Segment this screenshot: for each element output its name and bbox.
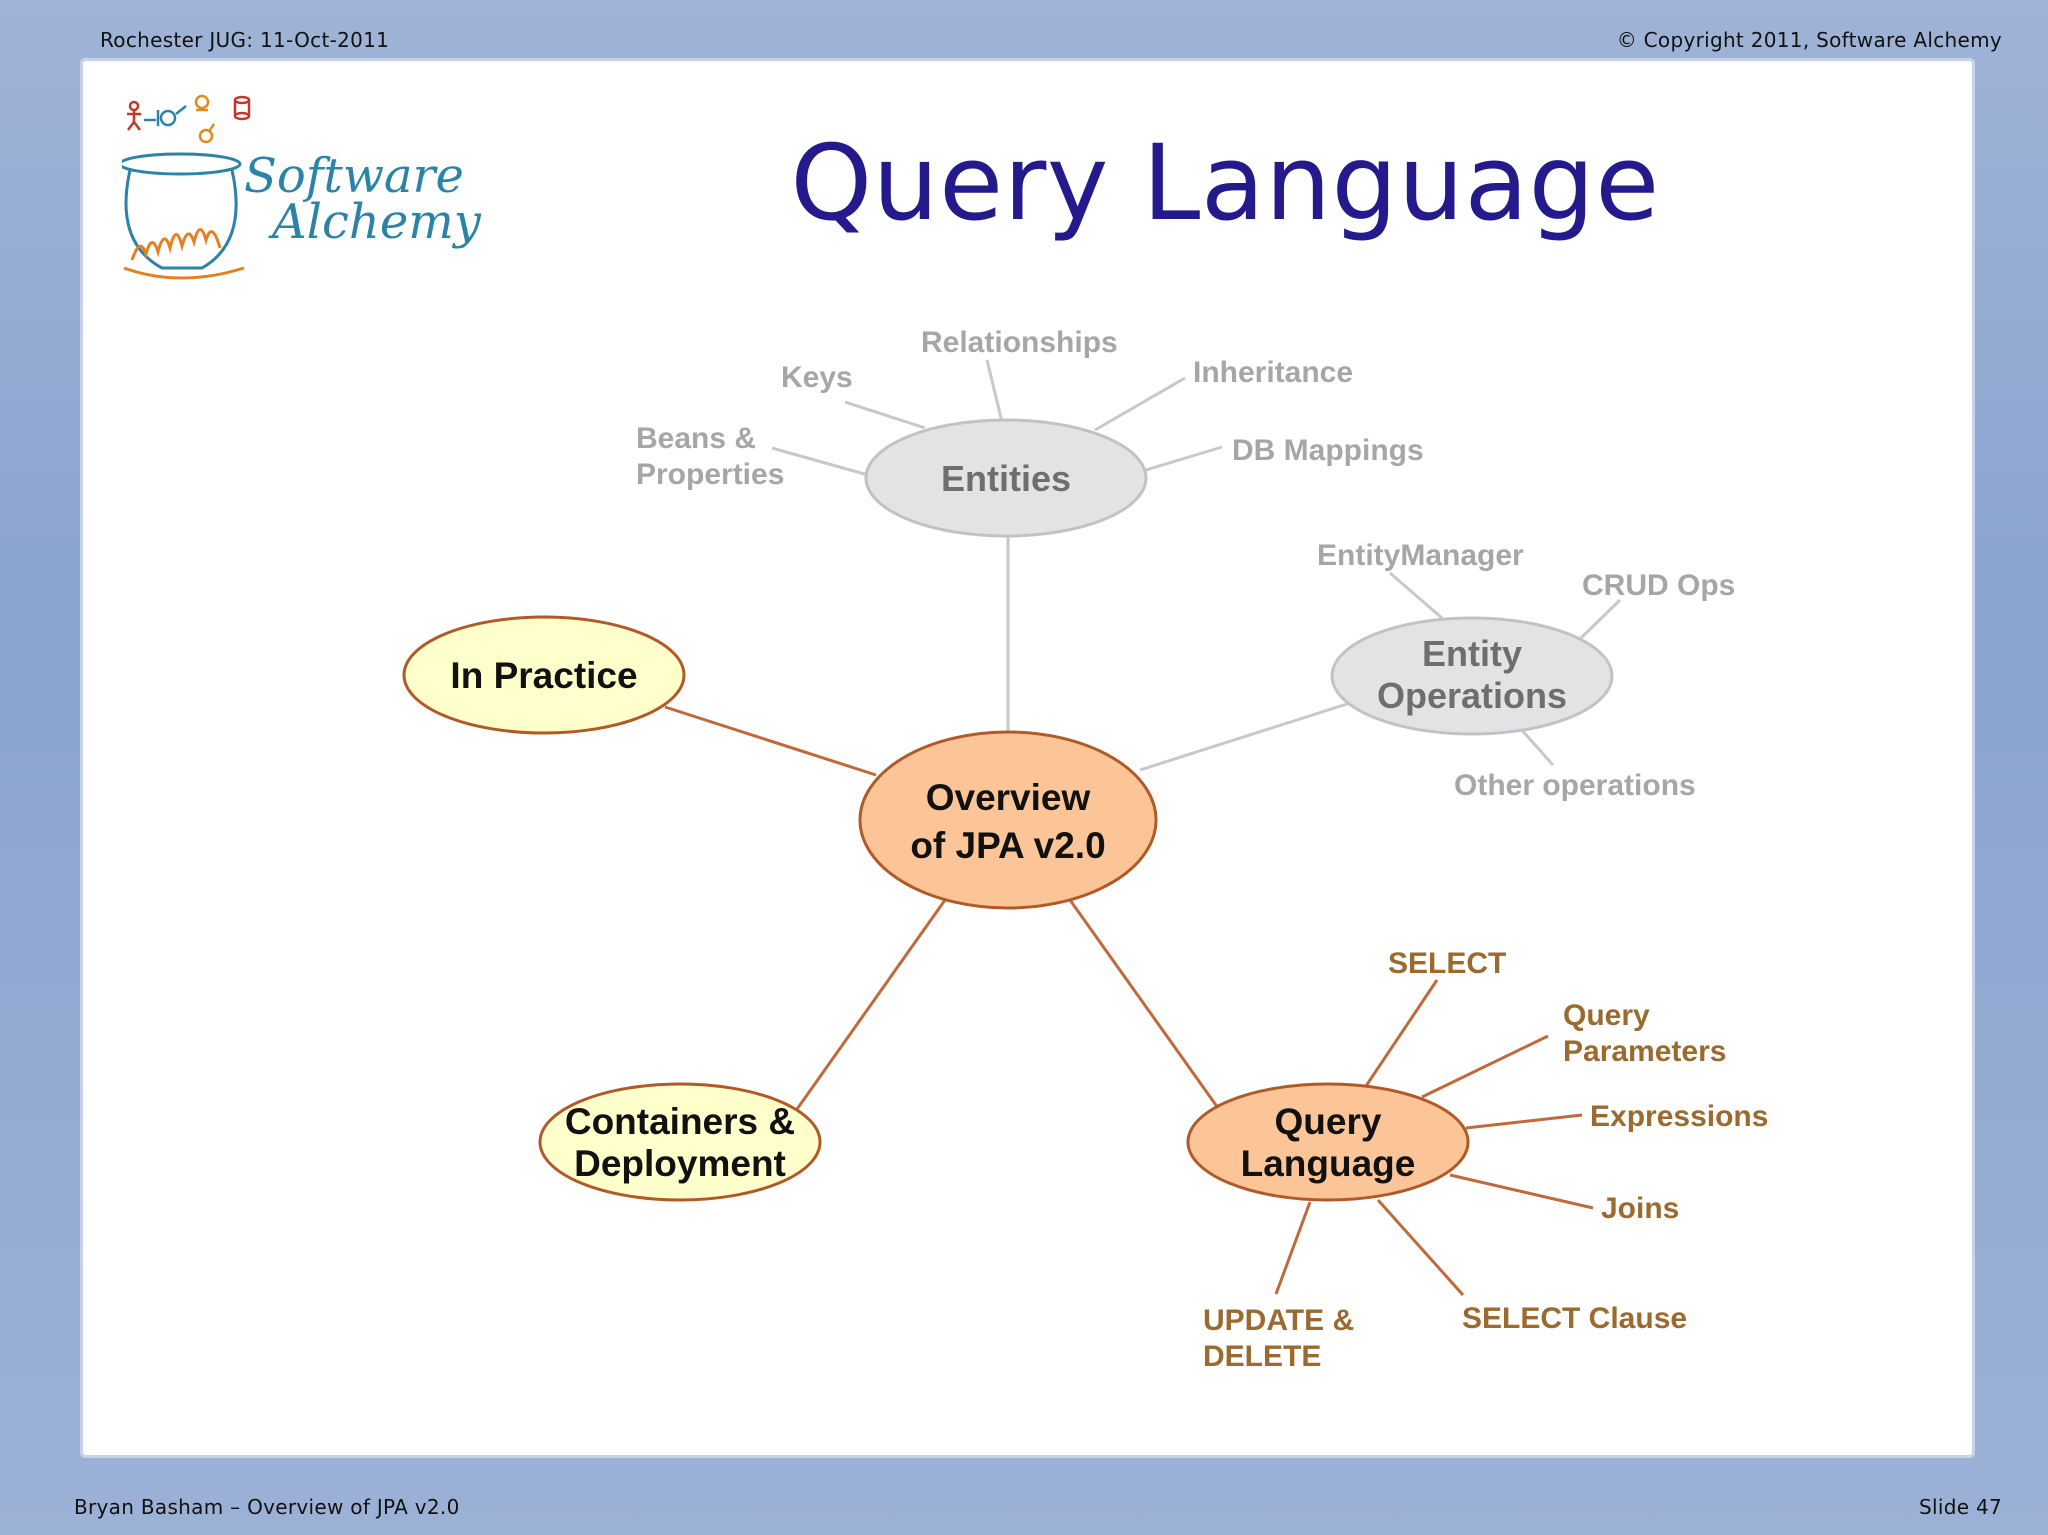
label-crud-ops: CRUD Ops bbox=[1582, 569, 1735, 602]
label-db-mappings: DB Mappings bbox=[1232, 434, 1424, 467]
label-query-params-line2: Parameters bbox=[1563, 1035, 1726, 1068]
label-query-params-line1: Query bbox=[1563, 999, 1650, 1032]
node-query-line2: Language bbox=[1241, 1143, 1416, 1184]
node-overview-line2: of JPA v2.0 bbox=[910, 825, 1105, 866]
label-joins: Joins bbox=[1601, 1192, 1679, 1225]
label-select-clause: SELECT Clause bbox=[1462, 1302, 1687, 1335]
label-entity-manager: EntityManager bbox=[1317, 539, 1524, 572]
label-inheritance: Inheritance bbox=[1193, 356, 1353, 389]
node-overview-line1: Overview bbox=[926, 777, 1091, 818]
node-entity-operations[interactable]: Entity Operations bbox=[1330, 616, 1614, 736]
footer-left: Bryan Basham – Overview of JPA v2.0 bbox=[74, 1495, 460, 1519]
node-containers-line2: Deployment bbox=[574, 1143, 786, 1184]
node-entity-operations-line2: Operations bbox=[1377, 675, 1567, 716]
footer-right: Slide 47 bbox=[1918, 1495, 2002, 1519]
node-query-language[interactable]: Query Language bbox=[1186, 1082, 1470, 1202]
label-select: SELECT bbox=[1388, 947, 1506, 980]
header-left: Rochester JUG: 11-Oct-2011 bbox=[100, 28, 390, 52]
label-beans-line2: Properties bbox=[636, 458, 784, 491]
logo-text-alchemy: Alchemy bbox=[272, 194, 481, 250]
logo-text-software: Software bbox=[244, 148, 464, 204]
node-entities-label: Entities bbox=[941, 458, 1071, 499]
header-right: © Copyright 2011, Software Alchemy bbox=[1616, 28, 2002, 52]
node-entities[interactable]: Entities bbox=[864, 418, 1148, 538]
node-containers-line1: Containers & bbox=[565, 1101, 795, 1142]
label-relationships: Relationships bbox=[921, 326, 1118, 359]
cauldron-icon bbox=[118, 94, 251, 280]
node-in-practice[interactable]: In Practice bbox=[402, 615, 686, 735]
label-other-operations: Other operations bbox=[1454, 769, 1696, 802]
label-expressions: Expressions bbox=[1590, 1100, 1768, 1133]
node-entity-operations-line1: Entity bbox=[1422, 633, 1522, 674]
label-update-line2: DELETE bbox=[1203, 1340, 1321, 1373]
software-alchemy-logo: Software Alchemy bbox=[118, 92, 481, 282]
label-keys: Keys bbox=[781, 361, 853, 394]
node-containers-deployment[interactable]: Containers & Deployment bbox=[538, 1082, 822, 1202]
label-update-line1: UPDATE & bbox=[1203, 1304, 1354, 1337]
slide-title: Query Language bbox=[790, 122, 1660, 244]
node-in-practice-label: In Practice bbox=[450, 655, 637, 696]
label-beans-line1: Beans & bbox=[636, 422, 756, 455]
brown-connectors bbox=[664, 705, 1594, 1297]
gray-connectors bbox=[771, 359, 1622, 772]
node-query-line1: Query bbox=[1275, 1101, 1382, 1142]
node-overview-jpa[interactable]: Overview of JPA v2.0 bbox=[858, 730, 1158, 910]
